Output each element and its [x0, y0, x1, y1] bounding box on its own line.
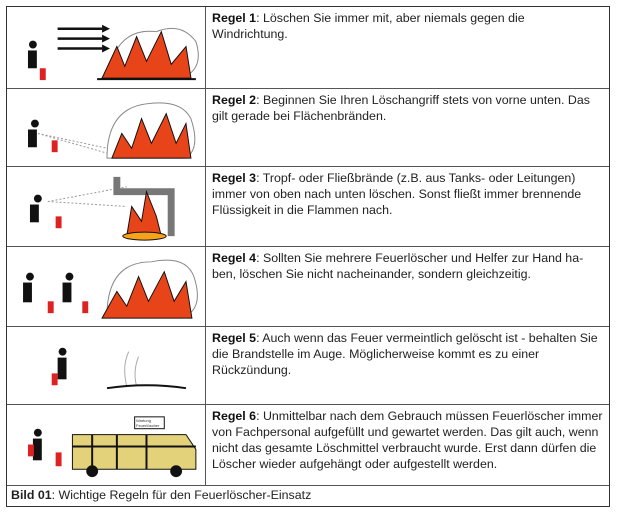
rule-6-text: Regel 6: Unmittelbar nach dem Gebrauch m…	[212, 409, 603, 471]
rules-table: Regel 1: Löschen Sie immer mit, aber nie…	[6, 6, 610, 507]
rule-3-text: Regel 3: Tropf- oder Fließbrände (z.B. a…	[212, 171, 582, 217]
rule-5-text: Regel 5: Auch wenn das Feuer vermeintlic…	[212, 331, 598, 377]
rule-1-text: Regel 1: Löschen Sie immer mit, aber nie…	[212, 11, 525, 41]
wind-direction-illustration	[7, 7, 206, 88]
rule-row-3: Regel 3: Tropf- oder Fließbrände (z.B. a…	[7, 167, 609, 247]
watch-fire-site-illustration	[7, 327, 206, 404]
rule-row-5: Regel 5: Auch wenn das Feuer vermeintlic…	[7, 327, 609, 405]
simultaneous-extinguishing-illustration	[7, 247, 206, 326]
rule-row-6: Wartung Feuerlöscher Regel 6: Unmittelba…	[7, 405, 609, 486]
rule-row-2: Regel 2: Beginnen Sie Ihren Löschangriff…	[7, 89, 609, 167]
rule-row-4: Regel 4: Sollten Sie mehrere Feuerlösche…	[7, 247, 609, 327]
truck-sign: Wartung Feuerlöscher	[136, 418, 160, 428]
figure-caption: Bild 01: Wichtige Regeln für den Feuerlö…	[11, 488, 312, 502]
front-bottom-attack-illustration	[7, 89, 206, 166]
rule-2-text: Regel 2: Beginnen Sie Ihren Löschangriff…	[212, 93, 590, 123]
maintenance-truck-illustration: Wartung Feuerlöscher	[7, 405, 206, 485]
top-down-extinguishing-illustration	[7, 167, 206, 246]
rule-4-text: Regel 4: Sollten Sie mehrere Feuerlösche…	[212, 251, 584, 281]
rule-row-1: Regel 1: Löschen Sie immer mit, aber nie…	[7, 7, 609, 89]
